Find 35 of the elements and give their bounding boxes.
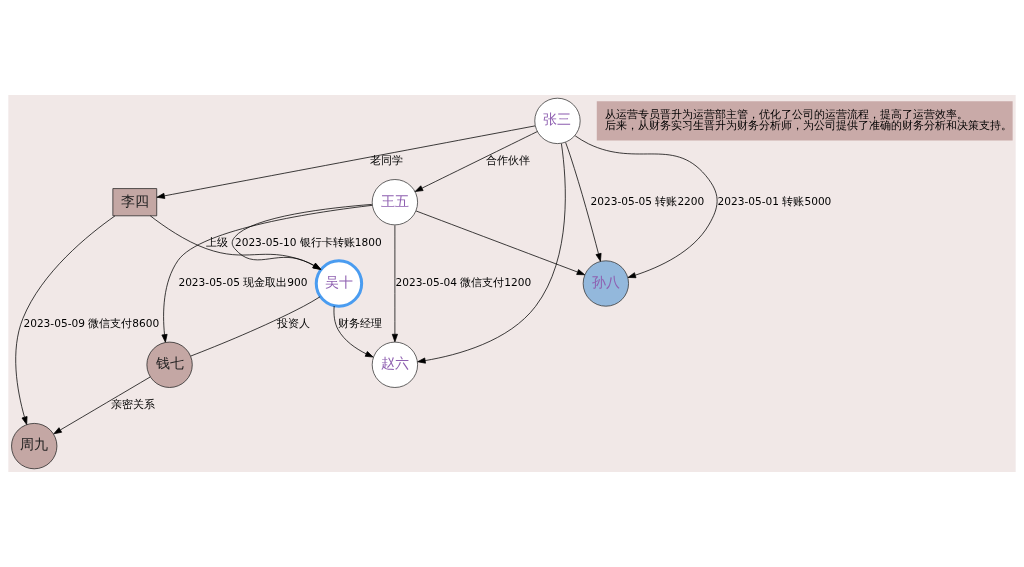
edge-label: 投资人 <box>277 316 311 329</box>
label: 后来，从财务实习生晋升为财务分析师，为公司提供了准确的财务分析和决策支持。 <box>605 119 1013 132</box>
arrow <box>391 224 398 343</box>
arrow <box>414 131 538 192</box>
node-circle: 张三 <box>534 97 581 144</box>
edge-label: 2023-05-04 微信支付1200 <box>395 276 532 289</box>
edge-label: 2023-05-09 微信支付8600 <box>23 316 160 329</box>
arrow <box>415 210 586 276</box>
arrow <box>417 143 566 364</box>
node-circle: 王五 <box>371 179 418 226</box>
edge-label: 合作伙伴 <box>485 154 530 167</box>
label: 从运营专员晋升为运营部主管，优化了公司的运营流程，提高了运营效率。 <box>605 108 969 121</box>
edge-label: 2023-05-01 转账5000 <box>717 195 832 207</box>
edge-label: 财务经理 <box>338 316 383 329</box>
edge-label: 老同学 <box>370 154 404 167</box>
arrow <box>231 204 373 270</box>
edge-label: 上级 <box>205 235 228 248</box>
edge-label: 2023-05-10 银行卡转账1800 <box>234 235 382 248</box>
arrow <box>565 142 602 262</box>
arrow <box>156 125 536 199</box>
edge-label: 亲密关系 <box>110 398 155 411</box>
edge-label: 2023-05-05 转账2200 <box>590 195 705 207</box>
arrow <box>149 215 322 270</box>
node-circle: 赵六 <box>371 341 418 388</box>
arrow <box>15 215 116 425</box>
arrow <box>161 205 373 343</box>
arrow <box>333 305 374 358</box>
node-circle: 钱七 <box>146 341 193 388</box>
node-box: 李四 <box>112 188 158 217</box>
edge-label: 2023-05-05 现金取出900 <box>178 276 308 289</box>
node-circle: 孙八 <box>582 260 629 307</box>
arrow <box>53 376 151 435</box>
connector <box>190 296 321 357</box>
arrow <box>574 135 718 279</box>
node-circle: 周九 <box>11 423 58 470</box>
